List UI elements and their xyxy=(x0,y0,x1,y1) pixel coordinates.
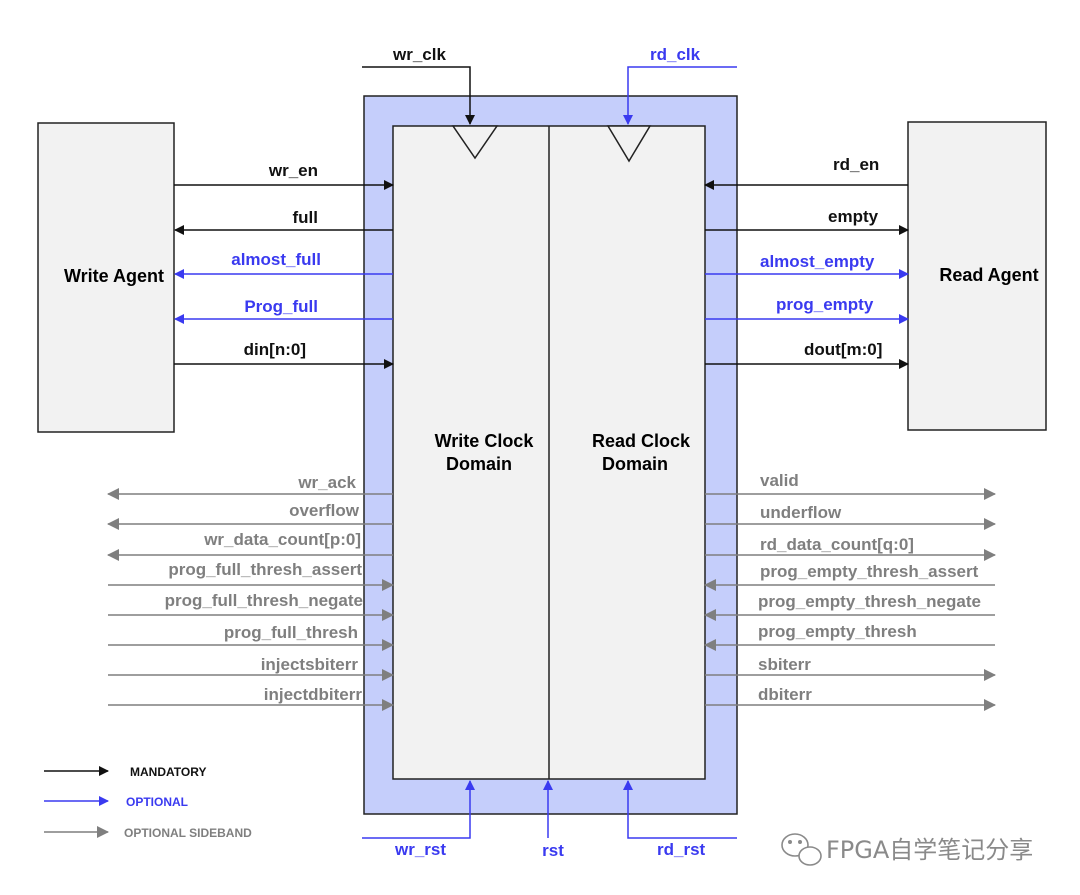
prog-full-thresh-label: prog_full_thresh xyxy=(224,623,358,642)
underflow-label: underflow xyxy=(760,503,842,522)
prog-empty-thresh-label: prog_empty_thresh xyxy=(758,622,917,641)
legend-optional-label: OPTIONAL xyxy=(126,795,188,809)
write-clock-triangle-icon xyxy=(451,125,499,160)
rd-rst-label: rd_rst xyxy=(657,840,706,859)
wr-rst-label: wr_rst xyxy=(394,840,446,859)
din-label: din[n:0] xyxy=(244,340,306,359)
read-agent-label: Read Agent xyxy=(939,265,1038,285)
read-domain-label-line1: Read Clock xyxy=(592,431,691,451)
read-clock-triangle-icon xyxy=(606,125,652,163)
overflow-label: overflow xyxy=(289,501,360,520)
legend-mandatory-label: MANDATORY xyxy=(130,765,206,779)
sbiterr-label: sbiterr xyxy=(758,655,811,674)
almost-empty-label: almost_empty xyxy=(760,252,875,271)
legend-sideband-label: OPTIONAL SIDEBAND xyxy=(124,826,252,840)
empty-label: empty xyxy=(828,207,879,226)
almost-full-label: almost_full xyxy=(231,250,321,269)
prog-full-thresh-assert-label: prog_full_thresh_assert xyxy=(168,560,362,579)
dout-label: dout[m:0] xyxy=(804,340,882,359)
rd-data-count-label: rd_data_count[q:0] xyxy=(760,535,914,554)
write-agent-box xyxy=(37,122,175,433)
dbiterr-label: dbiterr xyxy=(758,685,812,704)
wr-clk-line xyxy=(362,66,475,125)
full-label: full xyxy=(293,208,319,227)
prog-full-thresh-negate-label: prog_full_thresh_negate xyxy=(165,591,363,610)
wr-en-label: wr_en xyxy=(268,161,318,180)
rd-en-label: rd_en xyxy=(833,155,879,174)
rd-clk-line xyxy=(623,66,737,125)
prog-empty-thresh-negate-label: prog_empty_thresh_negate xyxy=(758,592,981,611)
read-agent-box xyxy=(907,121,1047,431)
wr-clk-label: wr_clk xyxy=(392,45,446,64)
wr-ack-label: wr_ack xyxy=(297,473,356,492)
write-agent-label: Write Agent xyxy=(64,266,164,286)
wechat-icon xyxy=(781,833,822,866)
rd-clk-label: rd_clk xyxy=(650,45,701,64)
rd-rst-line xyxy=(623,780,737,839)
wr-data-count-label: wr_data_count[p:0] xyxy=(203,530,361,549)
prog-full-label: Prog_full xyxy=(244,297,318,316)
read-domain-label-line2: Domain xyxy=(602,454,668,474)
prog-empty-label: prog_empty xyxy=(776,295,874,314)
injectsbiterr-label: injectsbiterr xyxy=(261,655,359,674)
injectdbiterr-label: injectdbiterr xyxy=(264,685,363,704)
prog-empty-thresh-assert-label: prog_empty_thresh_assert xyxy=(760,562,979,581)
valid-label: valid xyxy=(760,471,799,490)
rst-label: rst xyxy=(542,841,564,860)
watermark-text: FPGA自学笔记分享 xyxy=(826,836,1033,864)
write-domain-label-line2: Domain xyxy=(446,454,512,474)
wr-rst-line xyxy=(362,780,475,839)
write-domain-label-line1: Write Clock xyxy=(435,431,535,451)
